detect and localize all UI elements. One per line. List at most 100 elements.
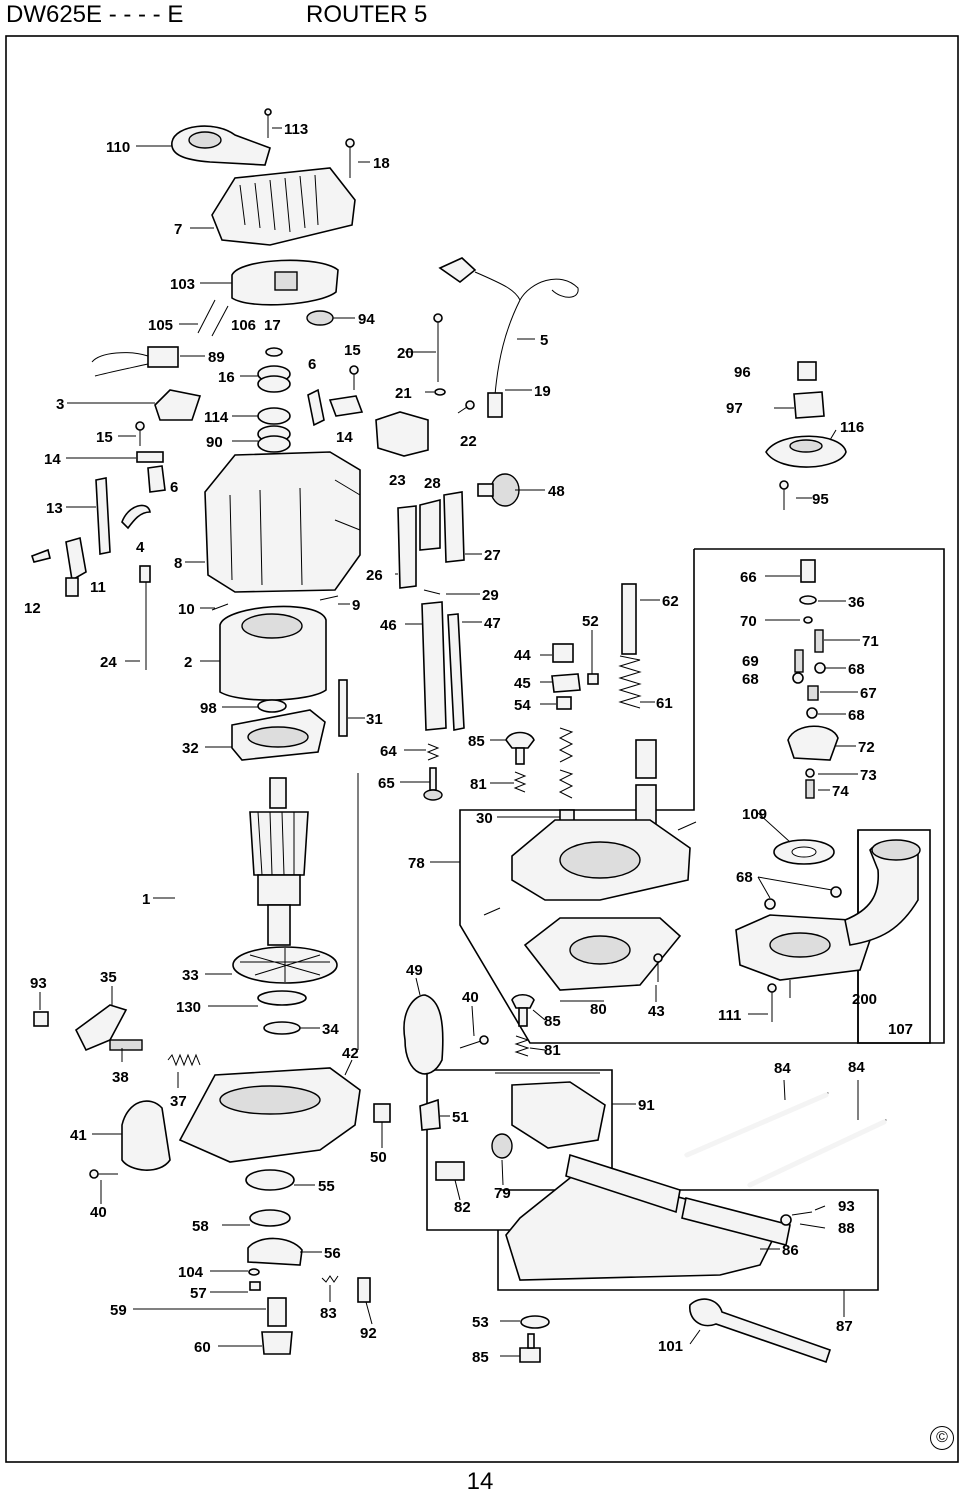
part-55-bearing [245, 1169, 295, 1191]
part-64-spring [426, 743, 440, 761]
part-15-screw [349, 365, 359, 390]
callout-105: 105 [148, 317, 173, 334]
callout-94: 94 [358, 311, 375, 328]
callout-65: 65 [378, 775, 395, 792]
part-21-washer [434, 388, 446, 396]
part-104-washer [248, 1268, 260, 1276]
callout-104: 104 [178, 1264, 204, 1281]
callout-41: 41 [70, 1127, 87, 1144]
callout-55: 55 [318, 1178, 335, 1195]
callout-12: 12 [24, 600, 41, 617]
part-26-strip [397, 505, 417, 589]
part-35-lever [74, 1004, 128, 1052]
callout-49: 49 [406, 962, 423, 979]
part-29-screw [423, 589, 441, 595]
part-42-gear-housing [178, 1067, 361, 1163]
part-58-ring [249, 1209, 291, 1227]
callout-61: 61 [656, 695, 673, 712]
part-37-spring [167, 1053, 201, 1067]
part-8-motor-housing [204, 451, 361, 593]
part-111-screw [767, 983, 777, 1022]
base-group-outline [459, 549, 858, 1044]
part-49-handle-knob [403, 994, 444, 1075]
callout-23: 23 [389, 472, 406, 489]
diagram-frame [5, 35, 959, 1463]
callout-200: 200 [852, 991, 877, 1008]
callout-74: 74 [832, 783, 849, 800]
callout-81-a: 81 [470, 776, 487, 793]
callout-8: 8 [174, 555, 182, 572]
part-14-brush-clip [328, 395, 364, 417]
callout-53: 53 [472, 1314, 489, 1331]
callout-89: 89 [208, 349, 225, 366]
callout-16: 16 [218, 369, 235, 386]
callout-110: 110 [106, 139, 130, 156]
callout-78: 78 [408, 855, 425, 872]
callout-29: 29 [482, 587, 499, 604]
part-83-spring [321, 1275, 339, 1283]
callout-107: 107 [888, 1021, 913, 1038]
callout-90: 90 [206, 434, 223, 451]
part-23-bracket [375, 411, 429, 457]
part-46-rail [421, 601, 447, 731]
part-20-screw [433, 313, 443, 382]
callout-66: 66 [740, 569, 757, 586]
part-54-nut [556, 696, 572, 710]
callout-42: 42 [342, 1045, 359, 1062]
part-51-knob [419, 1098, 441, 1131]
part-105-pin [197, 299, 216, 334]
callout-5: 5 [540, 332, 548, 349]
callout-97: 97 [726, 400, 743, 417]
callout-85-b: 85 [544, 1013, 561, 1030]
part-91-fence-block [511, 1081, 606, 1149]
part-24-cable [139, 565, 151, 670]
callout-3: 3 [56, 396, 64, 413]
callout-35: 35 [100, 969, 117, 986]
part-40-screw-upper [459, 1035, 489, 1049]
callout-14-left: 14 [44, 451, 61, 468]
callout-51: 51 [452, 1109, 469, 1126]
callout-15-left: 15 [96, 429, 113, 446]
part-96-cap [797, 361, 817, 381]
callout-113: 113 [284, 121, 308, 138]
callout-70: 70 [740, 613, 757, 630]
callout-6-left: 6 [170, 479, 178, 496]
callout-86: 86 [782, 1242, 799, 1259]
callout-68-b: 68 [742, 671, 759, 688]
callout-101: 101 [658, 1338, 683, 1355]
part-113-screw [264, 108, 272, 138]
callout-68-a: 68 [848, 661, 865, 678]
part-82-knob [435, 1161, 465, 1181]
part-18-screw [345, 138, 355, 178]
part-59-collet [267, 1297, 287, 1327]
part-38-spring [109, 1039, 143, 1051]
part-101-spanner [689, 1298, 832, 1364]
callout-52: 52 [582, 613, 599, 630]
callout-71: 71 [862, 633, 879, 650]
part-column-tube-a [635, 739, 657, 779]
part-41-side-cover [121, 1100, 171, 1171]
callout-37: 37 [170, 1093, 187, 1110]
part-68-nut-a [764, 898, 776, 910]
part-31-screw [338, 679, 348, 737]
callout-92: 92 [360, 1325, 377, 1342]
part-65-screw [423, 767, 443, 801]
callout-93-b: 93 [838, 1198, 855, 1215]
part-6-holder-left [147, 465, 166, 493]
part-93-88-screws [780, 1211, 813, 1226]
part-79-ring [491, 1133, 513, 1159]
part-44-nut [552, 643, 574, 663]
part-81-spring-mid [514, 1035, 530, 1057]
callout-81-b: 81 [544, 1042, 561, 1059]
part-110-cap-plate [171, 125, 271, 166]
callout-15-upper: 15 [344, 342, 361, 359]
callout-44: 44 [514, 647, 531, 664]
callout-111: 111 [718, 1007, 741, 1024]
callout-17: 17 [264, 317, 281, 334]
part-85-knob-mid [511, 993, 535, 1009]
callout-30: 30 [476, 810, 493, 827]
part-column-spring-a [558, 727, 574, 763]
part-6-brush-holder [307, 388, 325, 427]
part-52-clip [587, 673, 599, 685]
part-57-pin [249, 1281, 261, 1291]
